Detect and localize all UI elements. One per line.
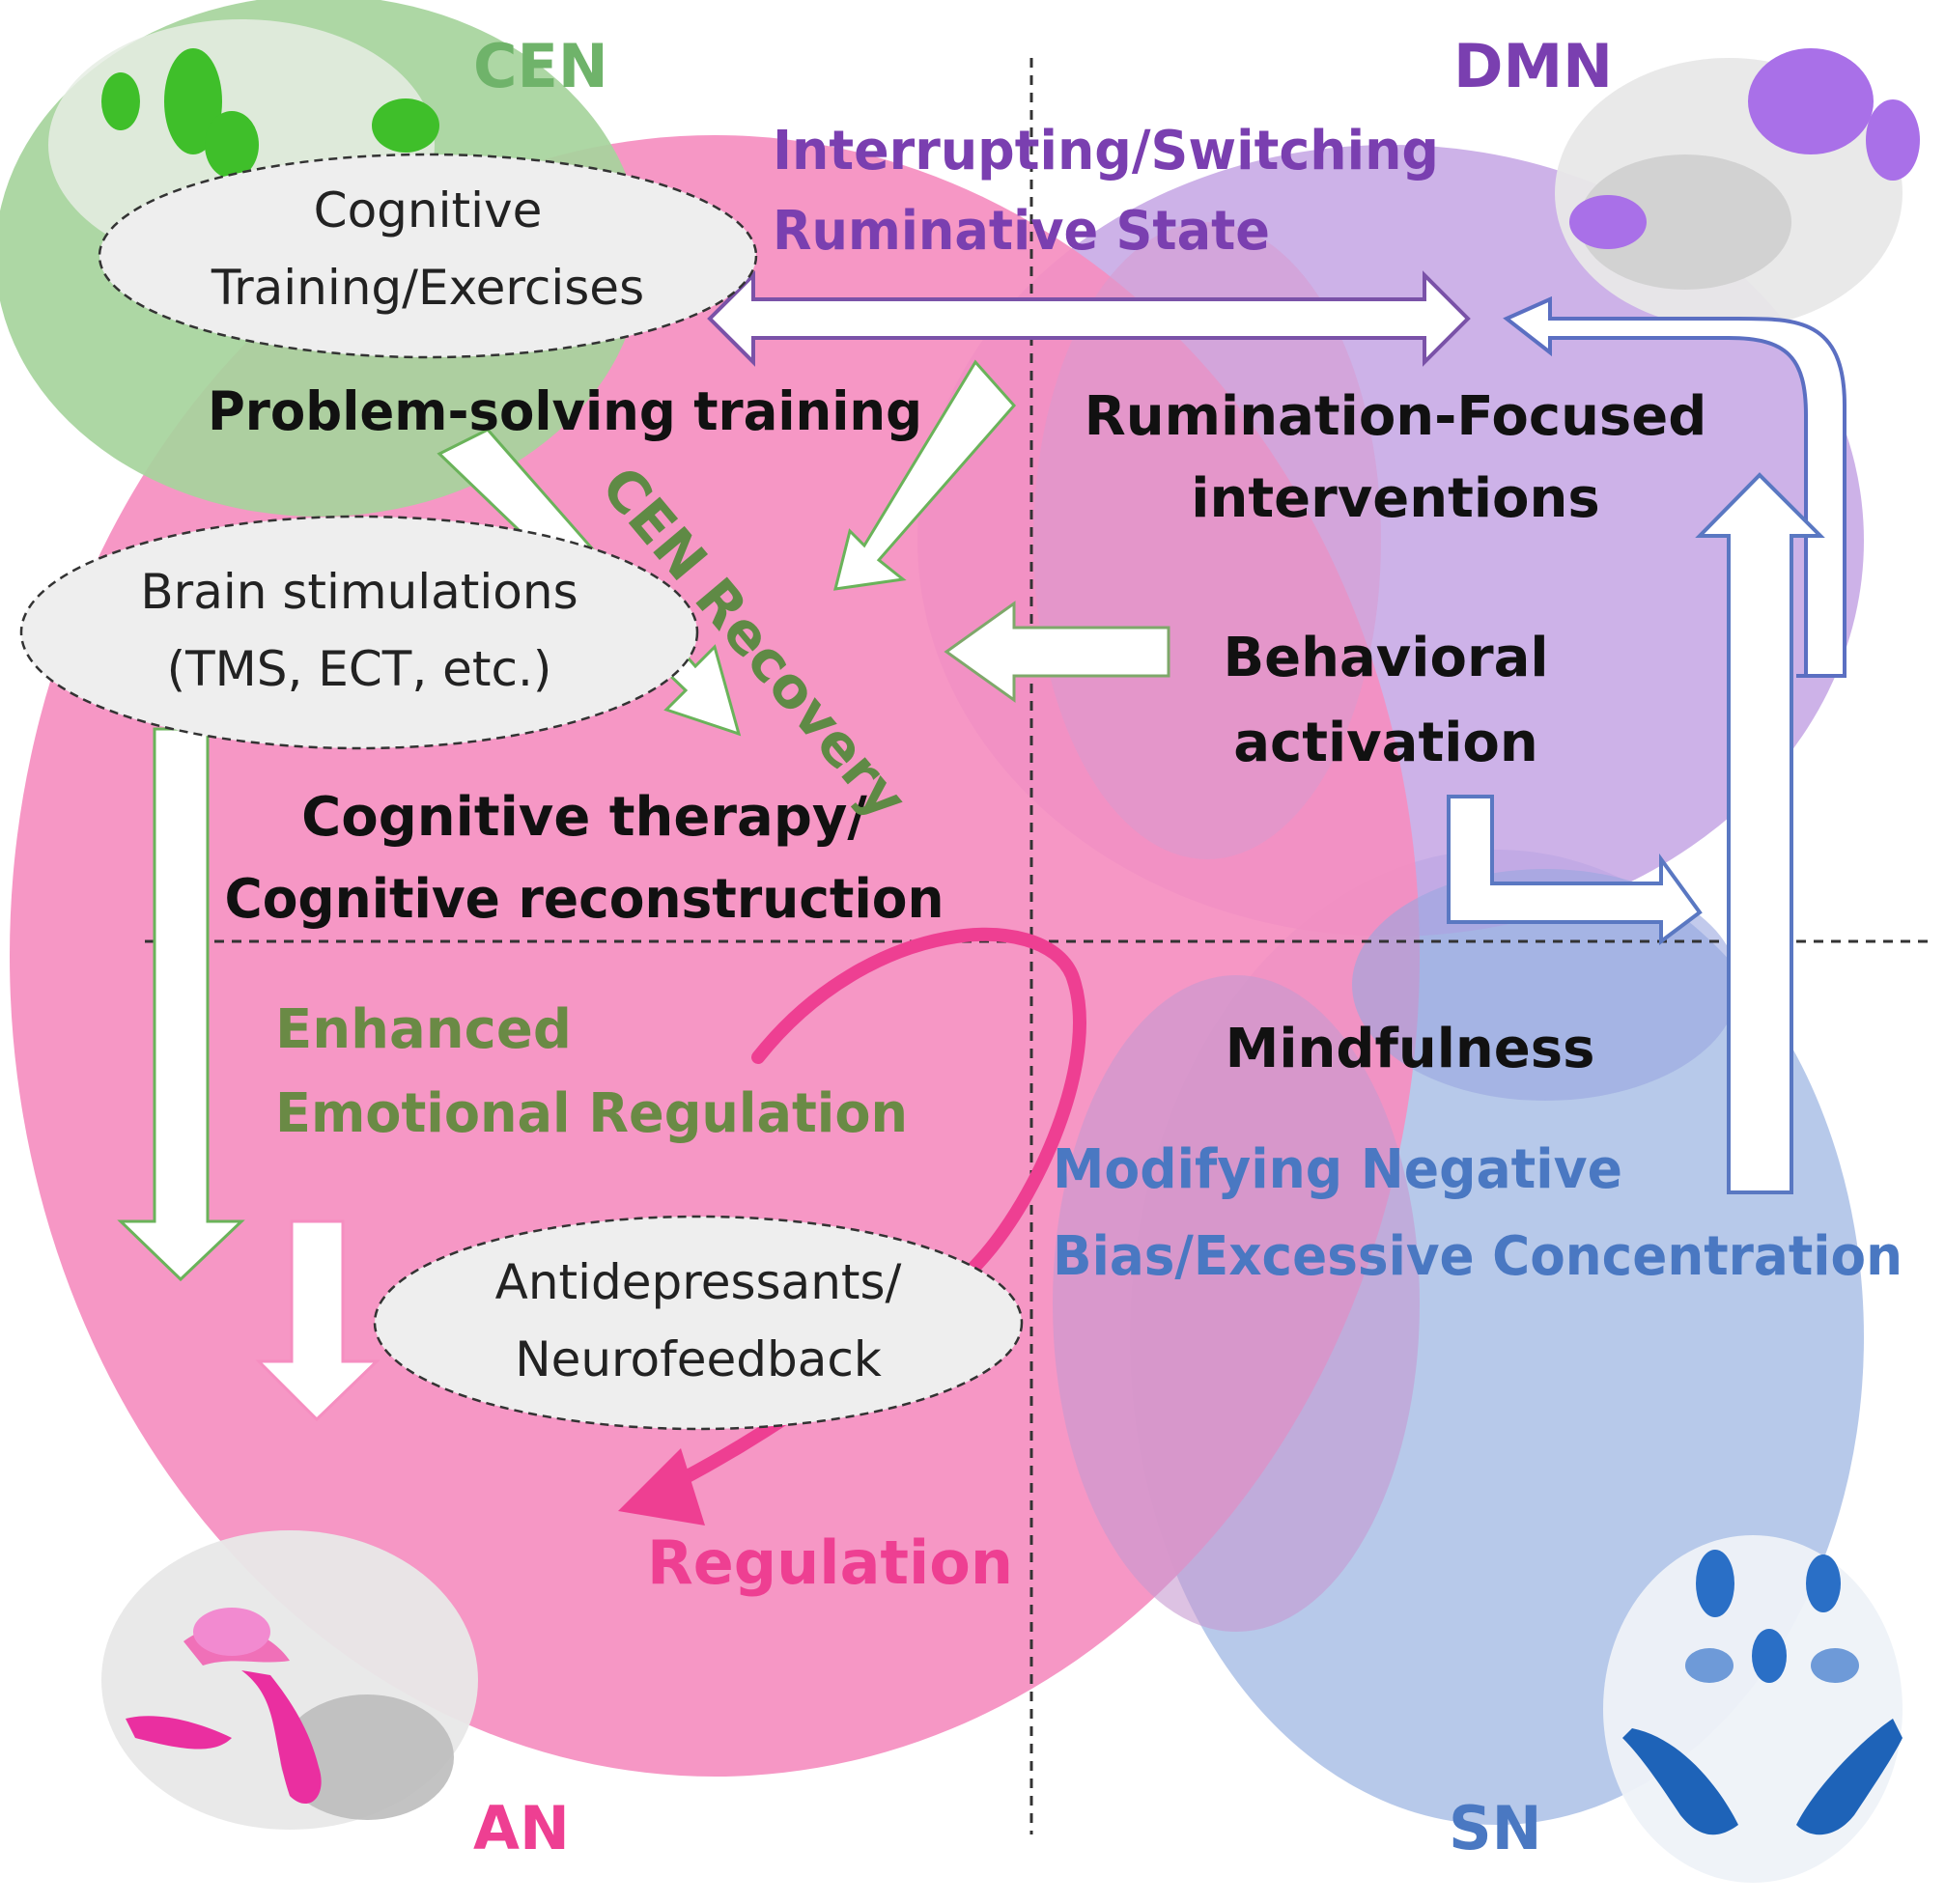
sn-brain-icon <box>1603 1535 1903 1883</box>
rumination-focused-line-2: interventions <box>1191 467 1599 530</box>
dmn-brain-icon <box>1555 48 1920 328</box>
regulation-label: Regulation <box>647 1527 1013 1598</box>
brain-stimulation-line-1: Brain stimulations <box>140 564 578 620</box>
an-brain-icon <box>101 1530 478 1830</box>
an-label: AN <box>473 1793 570 1863</box>
modifying-bias-line-2: Bias/Excessive Concentration <box>1053 1225 1903 1288</box>
modifying-bias-line-1: Modifying Negative <box>1053 1138 1622 1201</box>
interrupting-line-2: Ruminative State <box>773 200 1270 263</box>
problem-solving-chevron-arrow <box>833 359 1016 591</box>
an-sn-overlap <box>1053 975 1420 1632</box>
behavioral-left-arrow <box>944 601 1170 703</box>
cen-dmn-double-arrow <box>707 270 1471 367</box>
an-dmn-overlap <box>1033 222 1381 859</box>
cognitive-training-line-2: Training/Exercises <box>211 260 644 316</box>
sn-label: SN <box>1449 1793 1542 1863</box>
sn-to-dmn-top-arrow <box>1503 295 1846 678</box>
behavioral-bend-arrow <box>1447 795 1703 945</box>
regulation-arrowhead <box>618 1448 705 1526</box>
cen-label: CEN <box>473 31 608 101</box>
mindfulness-label: Mindfulness <box>1226 1018 1595 1080</box>
left-down-arrow-2 <box>255 1219 381 1422</box>
dmn-label: DMN <box>1453 31 1613 101</box>
dmn-sn-overlap <box>1352 869 1738 1101</box>
brain-stimulation-line-2: (TMS, ECT, etc.) <box>167 641 552 697</box>
cognitive-therapy-line-1: Cognitive therapy/ <box>301 786 867 849</box>
behavioral-activation-line-1: Behavioral <box>1223 627 1548 689</box>
problem-solving-label: Problem-solving training <box>208 380 922 442</box>
cognitive-training-line-1: Cognitive <box>314 182 543 238</box>
antidepressants-ellipse <box>373 1215 1024 1431</box>
antidepressants-line-1: Antidepressants/ <box>495 1254 902 1310</box>
interrupting-line-1: Interrupting/Switching <box>773 120 1439 182</box>
cognitive-training-ellipse <box>98 153 758 359</box>
enhanced-regulation-line-1: Enhanced <box>275 998 572 1061</box>
cognitive-therapy-line-2: Cognitive reconstruction <box>225 868 944 931</box>
left-down-arrow-1 <box>117 727 245 1282</box>
rumination-focused-line-1: Rumination-Focused <box>1085 385 1707 448</box>
enhanced-regulation-line-2: Emotional Regulation <box>275 1082 908 1145</box>
brain-stimulation-ellipse <box>19 515 699 750</box>
sn-up-arrow <box>1695 472 1825 1194</box>
behavioral-activation-line-2: activation <box>1233 712 1538 774</box>
antidepressants-line-2: Neurofeedback <box>515 1331 882 1387</box>
